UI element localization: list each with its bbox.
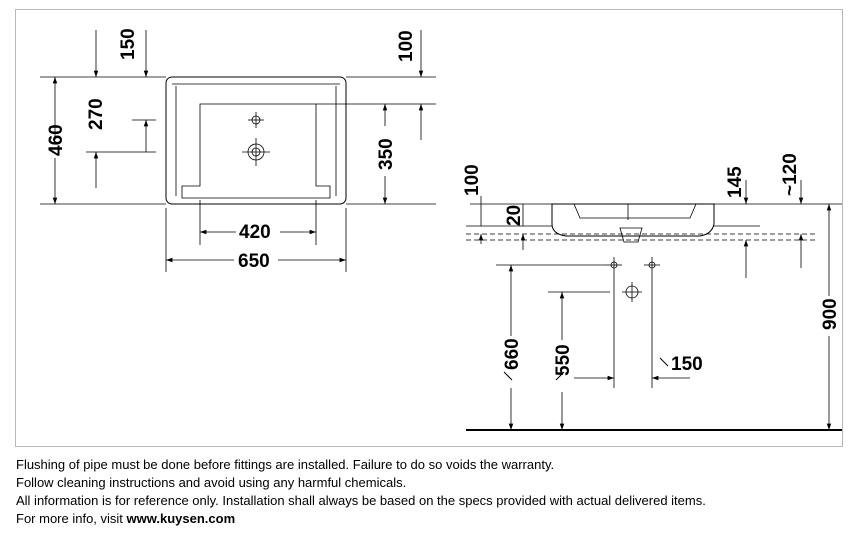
dim-270: 270	[86, 98, 107, 130]
basin-bowl-top	[181, 103, 331, 199]
dim-650: 650	[238, 251, 270, 272]
installation-notes: Flushing of pipe must be done before fit…	[16, 456, 856, 528]
note-more-info: For more info, visit www.kuysen.com	[16, 510, 856, 528]
dim-900: 900	[820, 298, 841, 330]
dim-20: 20	[504, 205, 525, 226]
dim-120: ~120	[780, 153, 801, 196]
dim-100-side: 100	[462, 164, 483, 196]
dim-420: 420	[239, 222, 271, 243]
dim-460: 460	[46, 124, 67, 156]
note-more-info-prefix: For more info, visit	[16, 511, 127, 526]
technical-drawing: 150 460 270 100 350 420 650	[40, 28, 842, 431]
note-cleaning: Follow cleaning instructions and avoid u…	[16, 475, 407, 490]
basin-outline-top	[165, 76, 347, 205]
drawing-frame	[15, 9, 843, 447]
dim-150-top: 150	[118, 28, 139, 60]
dim-550: 550	[553, 344, 574, 376]
side-view: 100 20 145 ~120 900 660 550 150	[462, 153, 842, 431]
website-link[interactable]: www.kuysen.com	[126, 511, 236, 526]
note-reference: All information is for reference only. I…	[16, 493, 706, 508]
basin-profile	[551, 203, 715, 237]
note-flushing: Flushing of pipe must be done before fit…	[16, 457, 555, 472]
dim-100-top: 100	[396, 30, 417, 62]
dim-150-side: 150	[671, 354, 703, 375]
drain-outlet	[619, 227, 643, 243]
dim-145: 145	[725, 166, 746, 198]
top-view: 150 460 270 100 350 420 650	[40, 28, 436, 272]
dim-660: 660	[502, 338, 523, 370]
dim-350: 350	[376, 138, 397, 170]
